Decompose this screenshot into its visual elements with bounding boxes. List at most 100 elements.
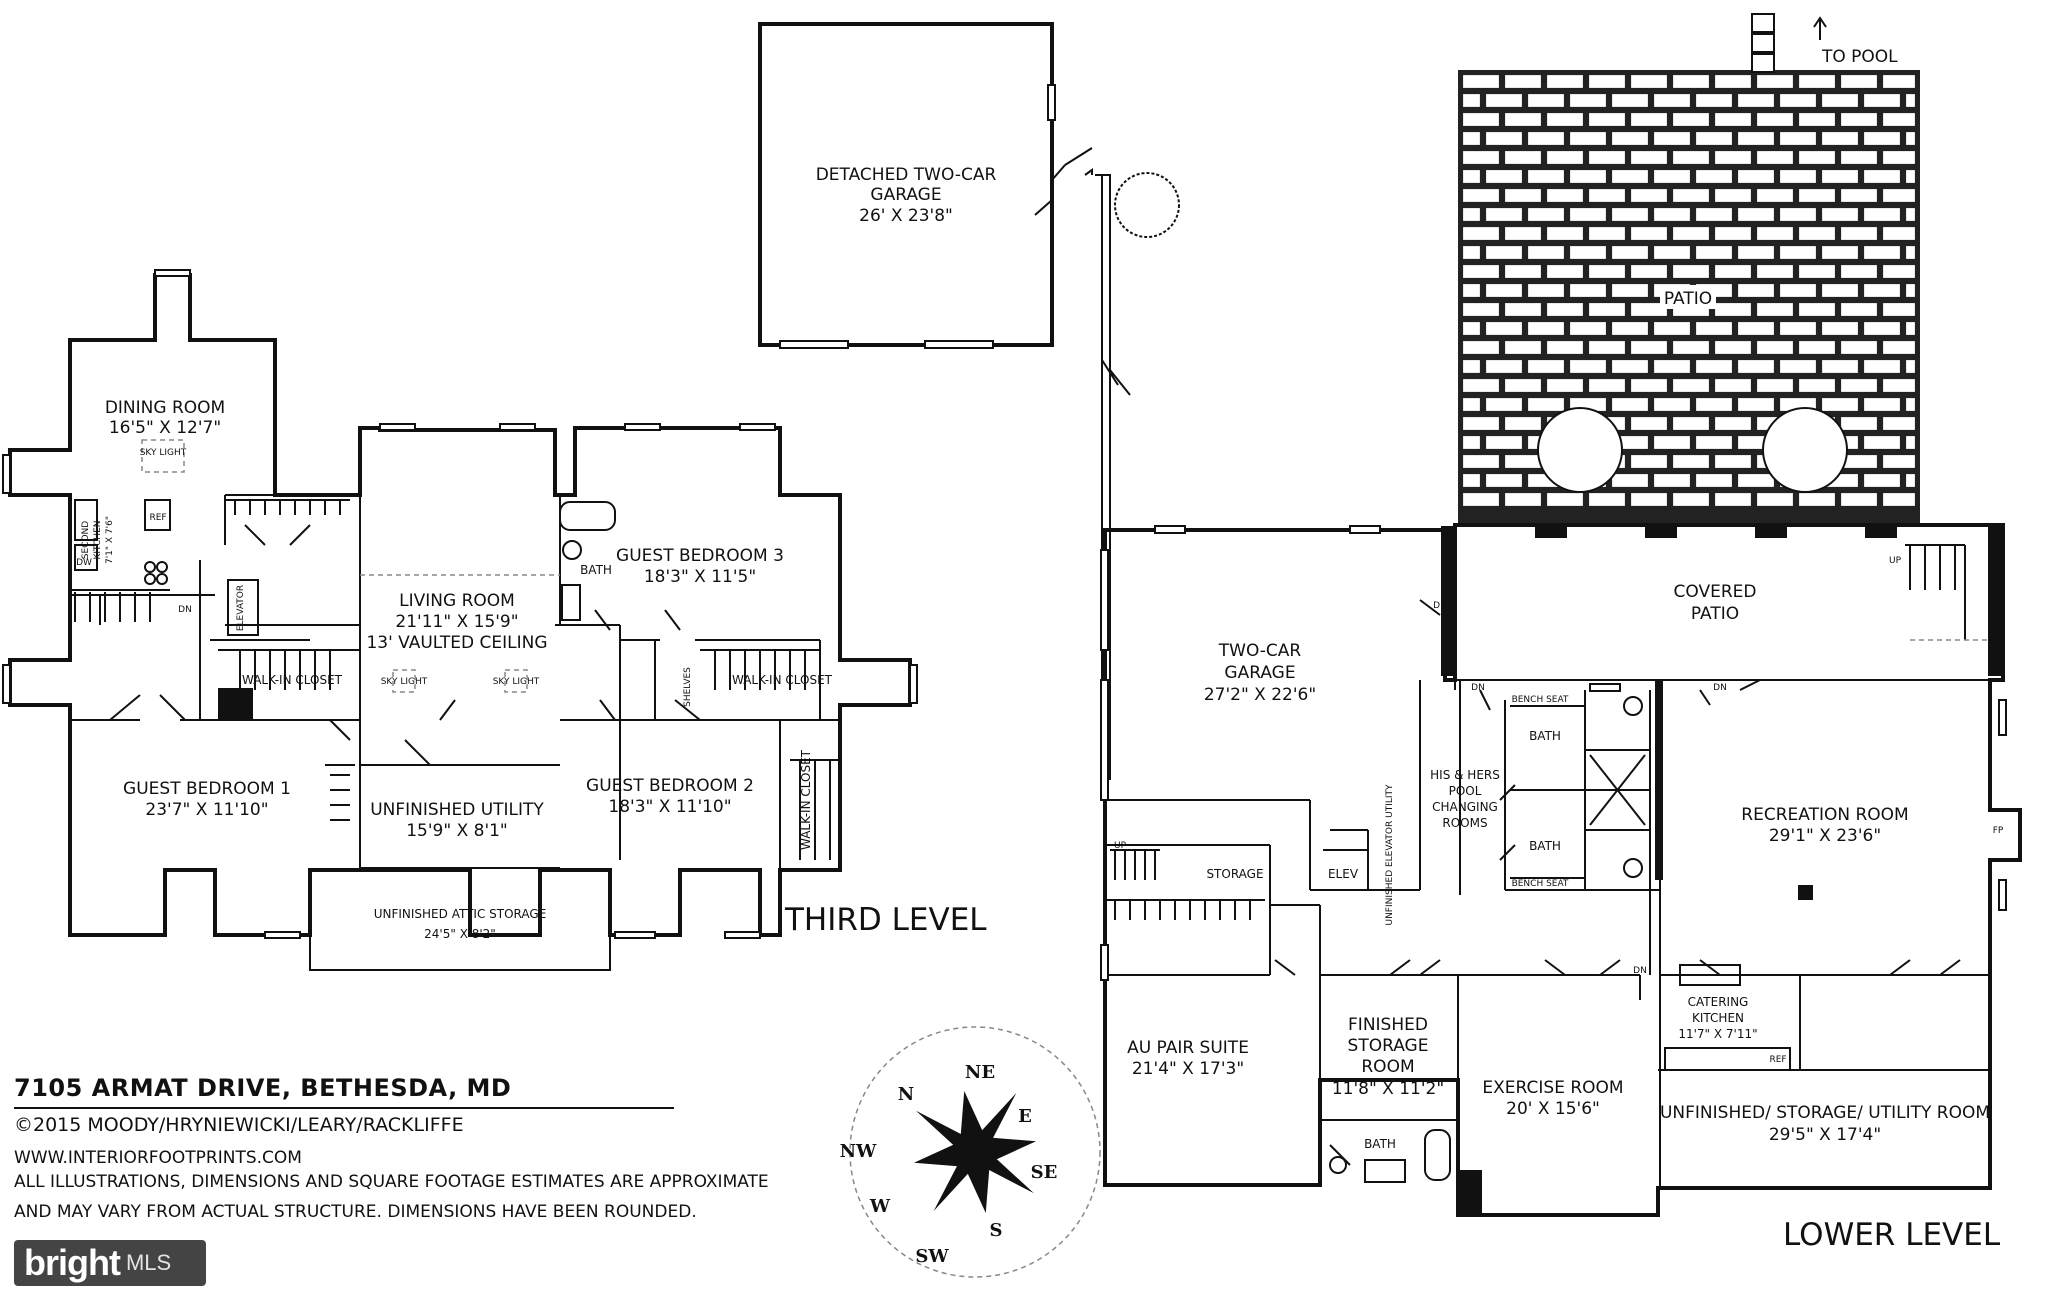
patio-brick: [1693, 205, 1735, 224]
patio-brick: [1838, 186, 1880, 205]
address-divider: [14, 1107, 674, 1109]
patio-brick: [1880, 300, 1918, 319]
guest-bedroom-3-dims: 18'3" X 11'5": [644, 567, 756, 587]
patio-brick: [1670, 262, 1712, 281]
patio-brick: [1460, 300, 1502, 319]
patio-brick: [1586, 224, 1628, 243]
patio-brick: [1670, 490, 1712, 509]
patio-brick: [1502, 376, 1544, 395]
patio-brick: [1586, 72, 1628, 91]
elev-label-lower: ELEV: [1328, 867, 1359, 881]
patio-brick: [1609, 91, 1651, 110]
patio-brick: [1754, 148, 1796, 167]
patio-brick: [1735, 129, 1777, 148]
dining-skylight-label: SKY LIGHT: [140, 448, 187, 458]
patio-brick: [1693, 91, 1735, 110]
patio-brick: [1693, 167, 1735, 186]
patio-brick: [1670, 72, 1712, 91]
au-pair-suite-dims: 21'4" X 17'3": [1132, 1059, 1244, 1079]
patio-brick: [1544, 110, 1586, 129]
patio-brick: [1777, 357, 1819, 376]
detached-garage-line2: GARAGE: [870, 185, 941, 205]
patio-brick: [1880, 224, 1918, 243]
storage-label-lower: STORAGE: [1206, 867, 1263, 881]
patio-brick: [1460, 281, 1483, 300]
patio-brick: [1903, 471, 1918, 490]
patio-brick: [1525, 319, 1567, 338]
patio-brick: [1754, 186, 1796, 205]
patio-brick: [1819, 357, 1861, 376]
living-room-label: LIVING ROOM: [399, 591, 515, 611]
patio-brick: [1712, 376, 1754, 395]
compass-nw: NW: [840, 1141, 877, 1162]
patio-brick: [1483, 91, 1525, 110]
patio-brick: [1651, 319, 1693, 338]
patio-brick: [1819, 91, 1861, 110]
unfinished-utility-dims: 15'9" X 8'1": [406, 821, 508, 841]
patio-brick: [1735, 319, 1777, 338]
patio-brick: [1903, 319, 1918, 338]
dining-room-dims: 16'5" X 12'7": [109, 418, 221, 438]
patio-brick: [1777, 167, 1819, 186]
changing-rooms-line3: CHANGING: [1432, 800, 1498, 814]
catering-kitchen-line1: CATERING: [1688, 995, 1749, 1009]
patio-brick: [1525, 395, 1567, 414]
compass-n: N: [898, 1084, 914, 1105]
patio-brick: [1628, 490, 1670, 509]
patio-brick: [1838, 262, 1880, 281]
patio-brick: [1819, 281, 1861, 300]
patio-brick: [1796, 490, 1838, 509]
shelves-label: SHELVES: [683, 667, 693, 707]
patio-brick: [1838, 338, 1880, 357]
bench-seat-top-label: BENCH SEAT: [1512, 695, 1569, 705]
two-car-garage-dims: 27'2" X 22'6": [1204, 685, 1316, 705]
property-address: 7105 ARMAT DRIVE, BETHESDA, MD: [14, 1074, 512, 1102]
fridge-label-third: REF: [149, 513, 166, 523]
patio-brick: [1903, 129, 1918, 148]
fridge-label-lower: REF: [1769, 1055, 1786, 1065]
patio-brick: [1525, 167, 1567, 186]
patio-brick: [1880, 262, 1918, 281]
finished-storage-line1: FINISHED: [1348, 1015, 1428, 1035]
patio-brick: [1796, 110, 1838, 129]
patio-brick: [1903, 433, 1918, 452]
patio-brick: [1628, 414, 1670, 433]
lower-level-title: LOWER LEVEL: [1783, 1217, 2001, 1253]
patio-brick: [1567, 281, 1609, 300]
patio-brick: [1838, 72, 1880, 91]
patio-brick: [1861, 205, 1903, 224]
patio-brick: [1712, 452, 1754, 471]
patio-brick: [1712, 224, 1754, 243]
patio-brick: [1628, 338, 1670, 357]
patio-brick: [1567, 319, 1609, 338]
patio-brick: [1693, 471, 1735, 490]
patio-brick: [1460, 433, 1483, 452]
patio-brick: [1838, 490, 1880, 509]
patio-brick: [1460, 205, 1483, 224]
bench-seat-bottom-label: BENCH SEAT: [1512, 879, 1569, 889]
detached-garage-plan: DETACHED TWO-CAR GARAGE 26' X 23'8": [758, 22, 1180, 780]
patio-brick: [1525, 357, 1567, 376]
patio-brick: [1754, 110, 1796, 129]
patio-brick: [1586, 376, 1628, 395]
patio-brick: [1796, 300, 1838, 319]
patio-brick: [1861, 319, 1903, 338]
patio-brick: [1586, 186, 1628, 205]
living-room-dims: 21'11" X 15'9": [395, 612, 518, 632]
patio-brick: [1903, 243, 1918, 262]
patio-brick: [1460, 395, 1483, 414]
patio-brick: [1819, 395, 1861, 414]
patio-brick: [1670, 186, 1712, 205]
patio-brick: [1544, 224, 1586, 243]
patio-brick: [1735, 167, 1777, 186]
patio-brick: [1903, 167, 1918, 186]
website-link[interactable]: WWW.INTERIORFOOTPRINTS.COM: [14, 1148, 302, 1168]
patio-brick: [1586, 262, 1628, 281]
patio-brick: [1838, 414, 1880, 433]
patio-brick: [1735, 91, 1777, 110]
patio-brick: [1651, 395, 1693, 414]
patio-brick: [1651, 243, 1693, 262]
patio-brick: [1838, 376, 1880, 395]
detached-garage-line1: DETACHED TWO-CAR: [816, 165, 997, 185]
patio-brick: [1544, 262, 1586, 281]
